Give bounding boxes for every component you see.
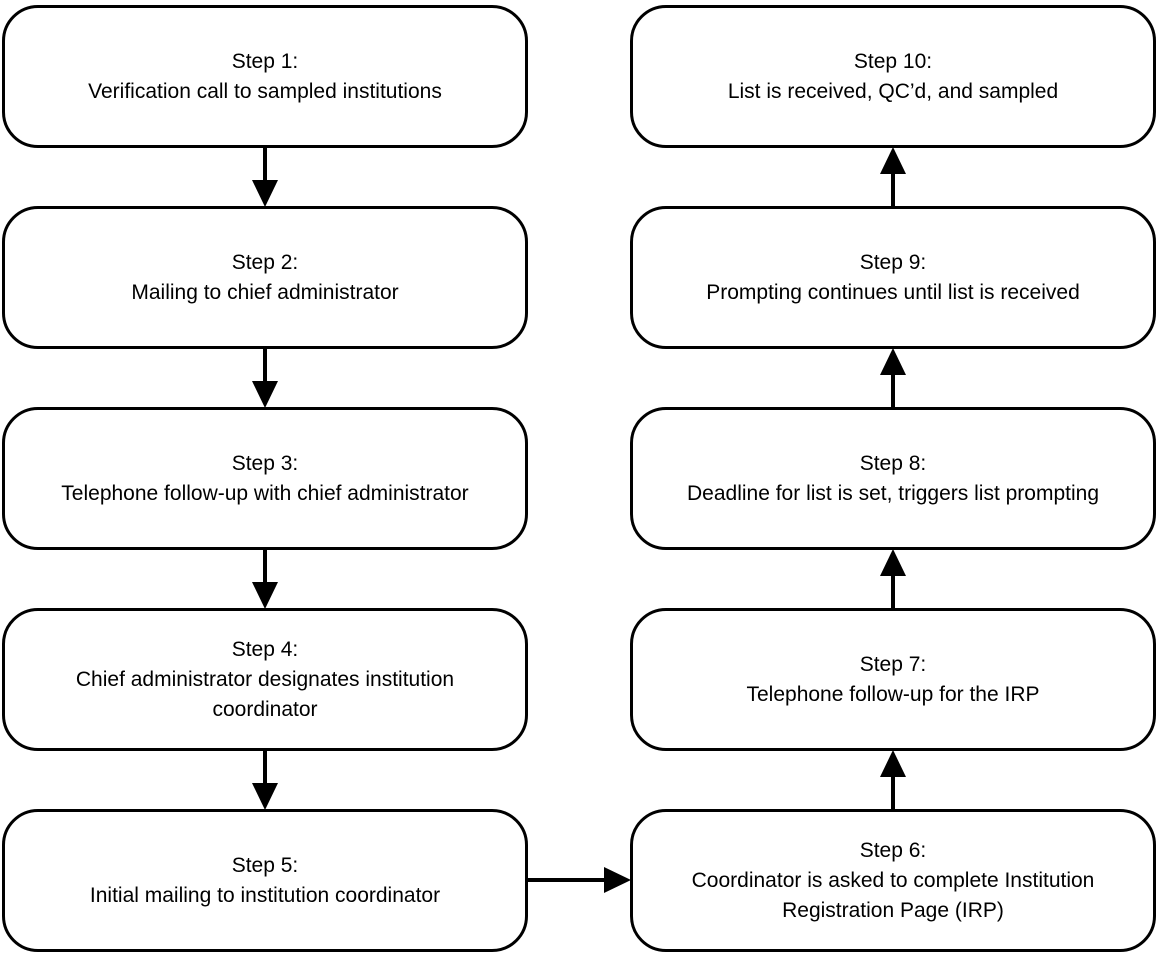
- arrow-step-3-to-step-4: [252, 549, 278, 609]
- step-7-text: Telephone follow-up for the IRP: [746, 682, 1040, 706]
- step-10-text: List is received, QC’d, and sampled: [727, 79, 1059, 103]
- step-7-label: Step 7:: [859, 652, 927, 676]
- arrow-step-9-to-step-10: [880, 147, 906, 207]
- flow-box-step-7: Step 7: Telephone follow-up for the IRP: [630, 608, 1156, 751]
- arrow-step-1-to-step-2: [252, 147, 278, 207]
- step-3-text: Telephone follow-up with chief administr…: [61, 481, 469, 505]
- step-8-label: Step 8:: [859, 451, 927, 475]
- arrow-step-7-to-step-8: [880, 549, 906, 609]
- step-8-text: Deadline for list is set, triggers list …: [687, 481, 1099, 505]
- flow-box-step-1: Step 1: Verification call to sampled ins…: [2, 5, 528, 148]
- flow-box-step-10: Step 10: List is received, QC’d, and sam…: [630, 5, 1156, 148]
- arrow-step-8-to-step-9: [880, 348, 906, 408]
- step-1-label: Step 1:: [231, 49, 299, 73]
- step-6-text: Coordinator is asked to complete Institu…: [691, 868, 1095, 922]
- step-3-label: Step 3:: [231, 451, 299, 475]
- arrow-step-6-to-step-7: [880, 750, 906, 810]
- flow-box-step-2: Step 2: Mailing to chief administrator: [2, 206, 528, 349]
- step-1-text: Verification call to sampled institution…: [88, 79, 442, 103]
- arrow-step-4-to-step-5: [252, 750, 278, 810]
- flow-box-step-6: Step 6: Coordinator is asked to complete…: [630, 809, 1156, 952]
- step-9-label: Step 9:: [859, 250, 927, 274]
- flow-box-step-8: Step 8: Deadline for list is set, trigge…: [630, 407, 1156, 550]
- step-2-text: Mailing to chief administrator: [131, 280, 399, 304]
- step-5-text: Initial mailing to institution coordinat…: [89, 883, 441, 907]
- flow-box-step-3: Step 3: Telephone follow-up with chief a…: [2, 407, 528, 550]
- step-5-label: Step 5:: [231, 853, 299, 877]
- step-4-label: Step 4:: [231, 637, 299, 661]
- arrow-step-2-to-step-3: [252, 348, 278, 408]
- flow-box-step-5: Step 5: Initial mailing to institution c…: [2, 809, 528, 952]
- flow-box-step-4: Step 4: Chief administrator designates i…: [2, 608, 528, 751]
- step-2-label: Step 2:: [231, 250, 299, 274]
- step-9-text: Prompting continues until list is receiv…: [706, 280, 1080, 304]
- arrow-step-5-to-step-6: [527, 867, 631, 893]
- step-4-text: Chief administrator designates instituti…: [75, 667, 455, 721]
- flow-box-step-9: Step 9: Prompting continues until list i…: [630, 206, 1156, 349]
- step-10-label: Step 10:: [853, 49, 933, 73]
- step-6-label: Step 6:: [859, 838, 927, 862]
